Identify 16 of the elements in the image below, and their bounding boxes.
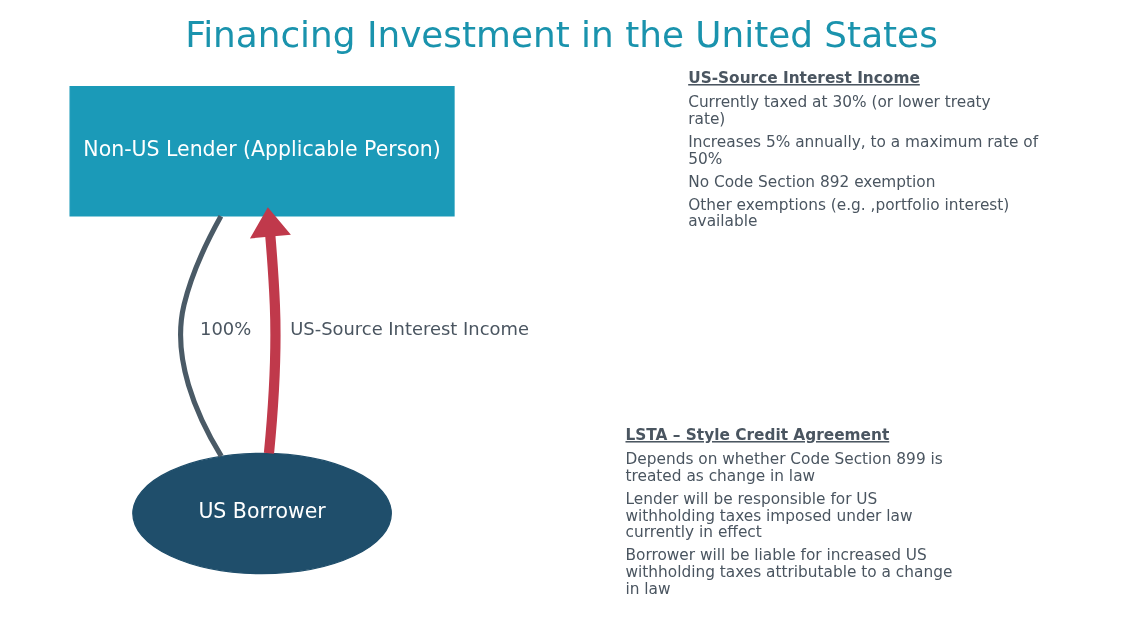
- node-label: LSTA – Style Credit Agreement: [624, 426, 889, 445]
- node-label: Lender will be responsible for US withholding taxes imposed under law currently in effect: [624, 489, 913, 542]
- node-label: US-Source Interest Income: [687, 68, 920, 87]
- connector: [177, 215, 223, 458]
- node-label: Borrower will be liable for increased US withholding taxes attributable to a change in law: [624, 546, 952, 598]
- node-label: Increases 5% annually, to a maximum rate of 50%: [687, 132, 1038, 168]
- node-label: Other exemptions (e.g. ,portfolio interest) available: [687, 195, 1009, 231]
- diagram-title: Financing Investment in the United States: [184, 13, 938, 55]
- node-label: Depends on whether Code Section 899 is treated as change in law: [624, 450, 943, 485]
- edge-label: 100%: [199, 318, 251, 340]
- node-label: Currently taxed at 30% (or lower treaty rate): [687, 93, 991, 128]
- node-box: Non-US Lender (Applicable Person): [69, 86, 455, 217]
- node-label: No Code Section 892 exemption: [687, 172, 935, 191]
- node-ellipse: US Borrower: [131, 452, 392, 575]
- arrow: [249, 207, 291, 454]
- edge-label: US-Source Interest Income: [289, 318, 529, 340]
